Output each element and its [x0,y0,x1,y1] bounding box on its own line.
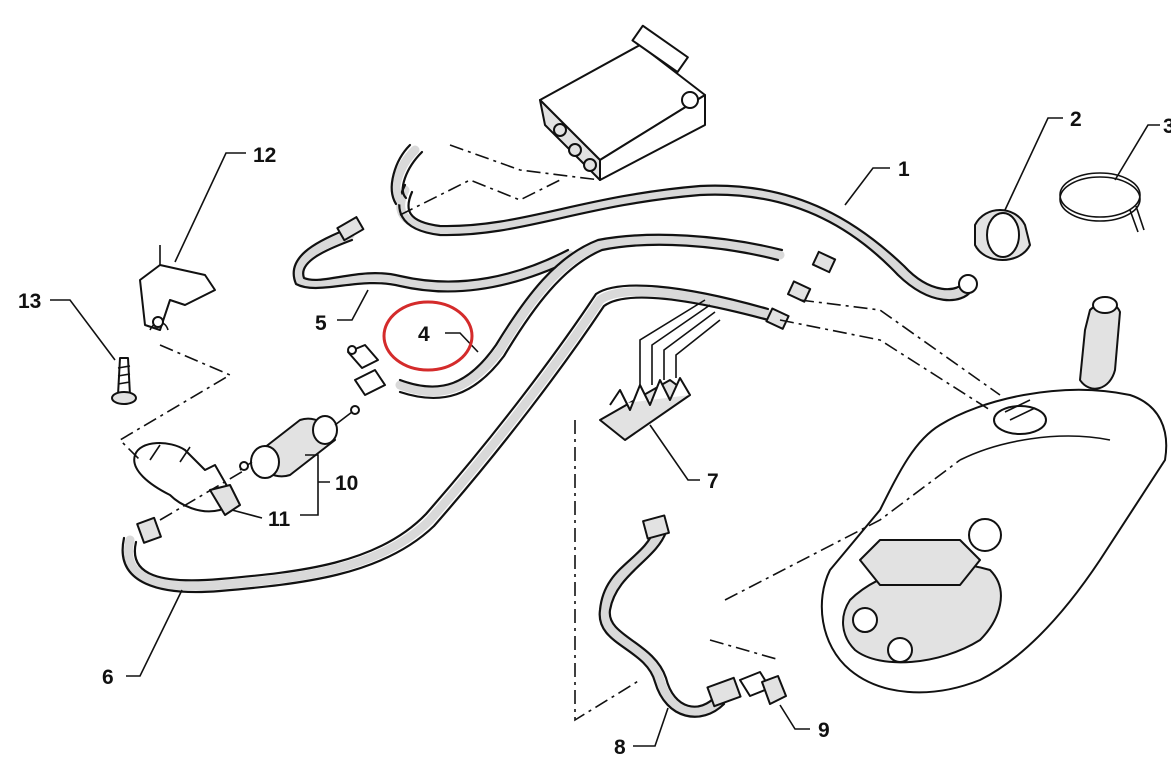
highlight-circle [382,300,474,372]
callout-leaders [50,117,1160,747]
hose-assembly [121,143,975,594]
filter-clamp [133,442,241,516]
callout-3: 3 [1163,115,1171,138]
fuel-tank [820,296,1168,694]
callout-11: 11 [268,508,291,531]
assembly-lines [118,144,1001,722]
screw [111,357,137,405]
callout-9: 9 [818,719,830,742]
callout-labels: 1 2 3 4 5 6 7 8 9 10 11 12 13 [18,108,1171,759]
callout-5: 5 [315,312,327,335]
hose-junction-block [599,299,721,441]
callout-2: 2 [1070,108,1082,131]
charcoal-canister [539,24,706,181]
callout-4: 4 [418,323,430,346]
fuel-filter [239,405,360,479]
callout-13: 13 [18,290,41,313]
filter-connector [347,344,386,396]
wiring-harness [598,514,787,718]
hose-connectors [136,216,978,544]
hose-clamp-part [1059,172,1145,233]
callout-1: 1 [898,158,910,181]
callout-6: 6 [102,666,114,689]
grommet-part [974,209,1031,261]
callout-12: 12 [253,144,276,167]
callout-7: 7 [707,470,719,493]
callout-10: 10 [335,472,358,495]
mounting-bracket [139,245,216,331]
callout-8: 8 [614,736,626,759]
